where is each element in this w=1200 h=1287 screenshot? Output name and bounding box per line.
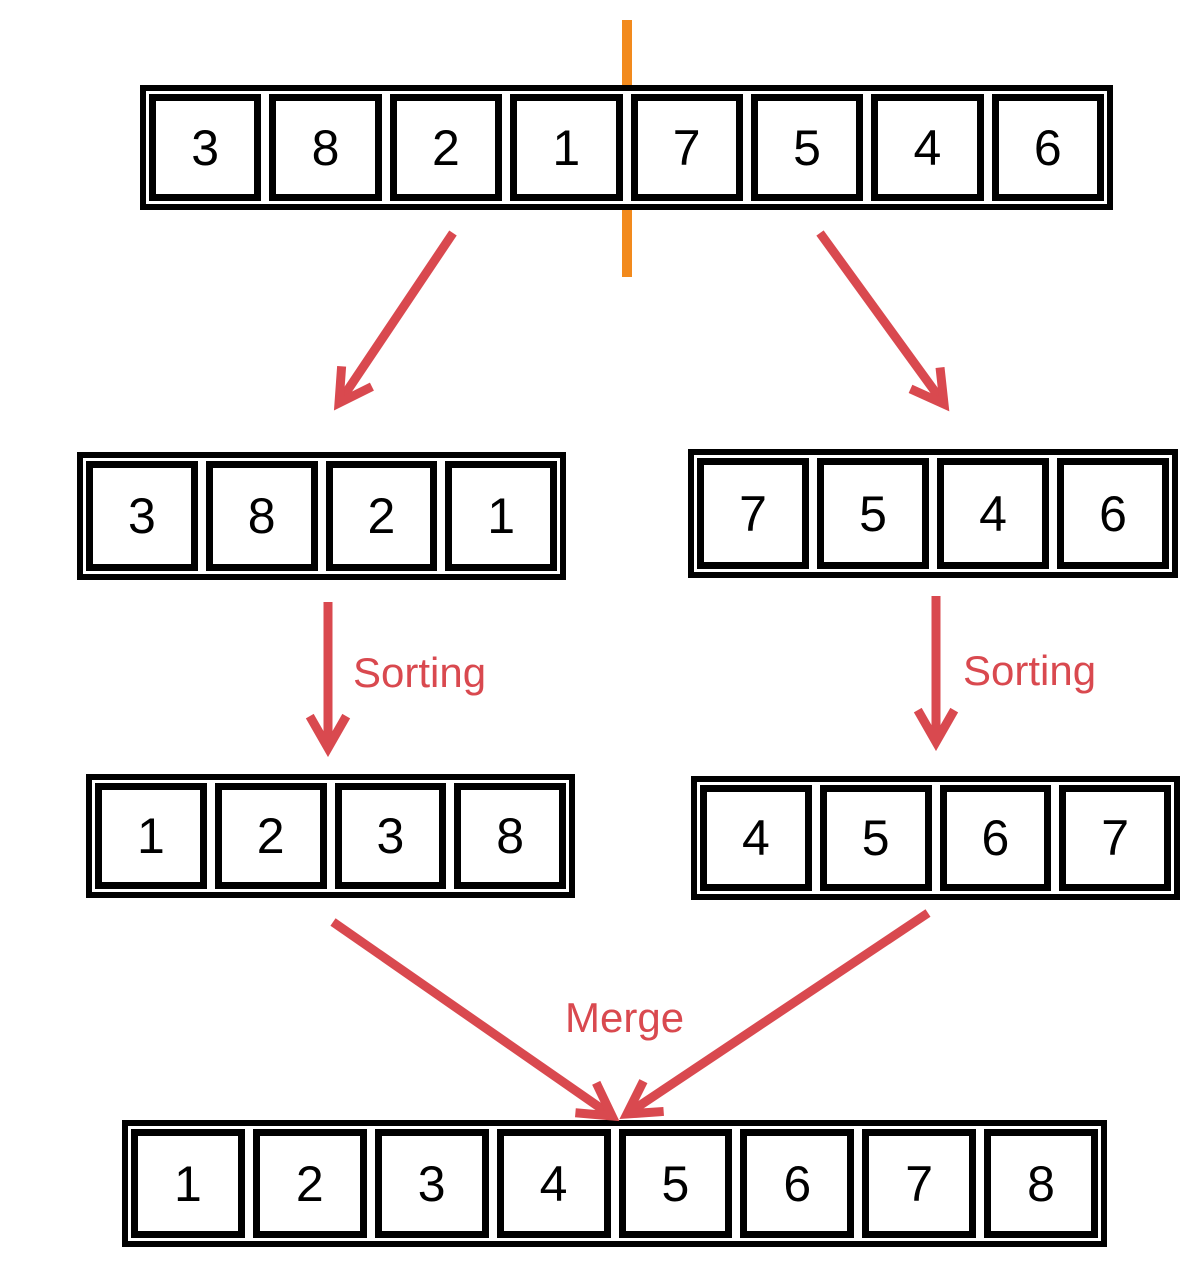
unsorted-array: 3 8 2 1 7 5 4 6 — [140, 85, 1113, 210]
array-cell: 5 — [618, 1129, 733, 1238]
array-cell: 6 — [1057, 458, 1169, 569]
split-arrow-left — [339, 230, 457, 403]
array-cell: 2 — [325, 461, 438, 571]
array-cell: 6 — [939, 785, 1052, 891]
left-half-array: 3 8 2 1 — [77, 452, 566, 580]
array-cell: 6 — [991, 94, 1104, 201]
array-cell: 3 — [149, 94, 262, 201]
array-cell: 5 — [819, 785, 932, 891]
array-cell: 4 — [871, 94, 984, 201]
array-cell: 6 — [740, 1129, 855, 1238]
array-cell: 1 — [131, 1129, 245, 1238]
array-cell: 5 — [750, 94, 864, 201]
array-cell: 8 — [984, 1129, 1098, 1238]
array-cell: 4 — [496, 1129, 611, 1238]
array-cell: 2 — [389, 94, 503, 201]
sorting-label-right: Sorting — [963, 647, 1097, 694]
array-cell: 8 — [205, 461, 318, 571]
merge-label: Merge — [565, 994, 685, 1041]
array-cell: 5 — [817, 458, 929, 569]
array-cell: 8 — [454, 783, 566, 889]
sorting-label-left: Sorting — [353, 649, 487, 696]
array-cell: 7 — [862, 1129, 977, 1238]
array-cell: 7 — [697, 458, 809, 569]
left-sorted-array: 1 2 3 8 — [86, 774, 575, 898]
array-cell: 4 — [700, 785, 812, 891]
array-cell: 3 — [334, 783, 447, 889]
array-cell: 1 — [445, 461, 557, 571]
array-cell: 3 — [86, 461, 198, 571]
array-cell: 2 — [214, 783, 327, 889]
array-cell: 1 — [510, 94, 623, 201]
array-cell: 2 — [252, 1129, 367, 1238]
array-cell: 7 — [1059, 785, 1171, 891]
right-half-array: 7 5 4 6 — [688, 449, 1178, 578]
array-cell: 7 — [630, 94, 743, 201]
array-cell: 4 — [937, 458, 1049, 569]
array-cell: 1 — [95, 783, 207, 889]
array-cell: 8 — [269, 94, 382, 201]
split-arrow-right — [816, 230, 944, 404]
array-cell: 3 — [374, 1129, 489, 1238]
right-sorted-array: 4 5 6 7 — [691, 776, 1180, 900]
merged-array: 1 2 3 4 5 6 7 8 — [122, 1120, 1107, 1247]
